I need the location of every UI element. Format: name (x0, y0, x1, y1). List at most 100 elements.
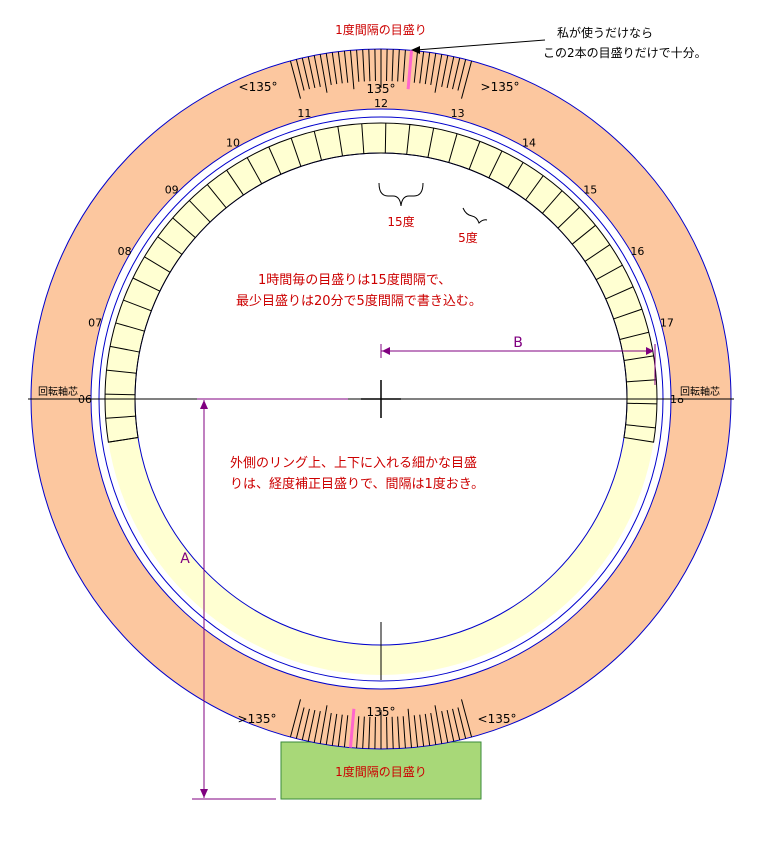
fine-tick (356, 49, 360, 82)
hour-tick (108, 436, 139, 443)
hour-minor-tick (123, 299, 152, 312)
hour-label: 10 (226, 137, 240, 150)
hour-minor-tick (109, 345, 140, 353)
fine-tick (413, 715, 419, 748)
fine-tick (349, 50, 355, 90)
brace-15deg (378, 182, 424, 207)
explanation-1-line-2: 最少目盛りは20分で5度間隔で書き込む。 (236, 293, 482, 309)
fine-tick (441, 711, 449, 743)
fine-tick (434, 705, 443, 744)
fine-tick (374, 49, 376, 82)
hour-minor-tick (626, 379, 657, 383)
hour-label: 15 (583, 184, 597, 197)
hour-minor-tick (595, 264, 623, 281)
axis-right-label: 回転軸芯 (680, 385, 720, 398)
hour-minor-tick (337, 126, 344, 157)
hour-label: 08 (118, 245, 132, 258)
hour-minor-tick (571, 224, 596, 245)
fine-tick (331, 713, 338, 746)
hour-minor-tick (507, 162, 524, 189)
explanation-1-line-1: 1時間毎の目盛りは15度間隔で、 (258, 272, 451, 288)
fine-tick (362, 716, 365, 749)
dimension-a-label: A (180, 551, 190, 567)
fine-tick (362, 49, 365, 82)
fine-tick (368, 49, 371, 82)
fine-tick (452, 708, 461, 741)
bottom-left-mark: >135° (238, 712, 277, 726)
fine-tick (406, 50, 413, 90)
fine-tick (301, 708, 310, 741)
bottom-center-mark: 135° (367, 705, 396, 719)
fine-tick (295, 707, 305, 739)
hour-minor-tick (557, 206, 580, 229)
hour-minor-tick (427, 127, 435, 158)
axis-right-label-bg (678, 384, 722, 398)
fine-tick (313, 55, 321, 87)
hour-minor-tick (605, 286, 634, 300)
hour-minor-tick (313, 131, 322, 161)
base-block (280, 741, 482, 800)
hour-minor-tick (144, 256, 171, 273)
fine-tick (307, 709, 316, 742)
fine-tick (402, 49, 406, 82)
fine-tick (424, 52, 431, 85)
explanation-2-line-2: りは、経度補正目盛りで、間隔は1度おき。 (230, 476, 484, 492)
fine-tick (419, 51, 425, 84)
hour-label: 07 (88, 316, 102, 329)
fine-tick (446, 709, 455, 742)
fine-tick (430, 53, 437, 85)
hour-minor-tick (105, 415, 136, 419)
hour-label: 11 (297, 107, 311, 120)
fine-tick (446, 56, 455, 89)
dimension-a (192, 398, 348, 800)
fine-tick (391, 49, 394, 82)
hour-minor-tick (468, 141, 481, 170)
hour-label: 16 (630, 245, 644, 258)
fine-tick (430, 713, 437, 745)
hour-minor-tick (623, 355, 654, 362)
hour-minor-tick (106, 369, 137, 374)
fine-tick (343, 715, 349, 748)
note-arrow (411, 39, 546, 54)
fine-tick (307, 56, 316, 89)
top-degree-scale (289, 49, 473, 99)
fine-tick (289, 699, 301, 738)
hour-minor-tick (488, 150, 503, 179)
dimension-b-label: B (513, 335, 523, 351)
dimension-b (380, 344, 656, 385)
hour-minor-tick (613, 308, 643, 320)
hour-minor-tick (542, 190, 563, 214)
fine-tick (331, 52, 338, 85)
hour-minor-tick (206, 184, 227, 209)
fine-tick (337, 51, 343, 84)
fine-tick (413, 50, 419, 83)
fine-tick (461, 60, 473, 99)
fine-tick (397, 49, 400, 82)
fine-tick (343, 50, 349, 83)
bottom-scale-label: 1度間隔の目盛り (335, 764, 427, 779)
fine-tick (424, 713, 431, 746)
fine-tick (434, 54, 443, 93)
fine-tick (407, 708, 413, 748)
fine-tick (452, 57, 461, 90)
hour-minor-tick (246, 157, 263, 185)
fine-tick (402, 716, 406, 749)
fine-tick (386, 716, 388, 749)
top-scale-label: 1度間隔の目盛り (335, 22, 427, 37)
fine-tick (457, 59, 467, 91)
fine-tick (313, 711, 321, 743)
hour-minor-tick (619, 331, 649, 340)
hour-minor-tick (584, 244, 611, 262)
hour-minor-tick (105, 393, 136, 396)
fine-tick (319, 705, 328, 744)
hour-tick (625, 424, 656, 429)
hour-minor-tick (226, 169, 244, 196)
hour-minor-tick (448, 133, 458, 163)
fine-tick (368, 716, 371, 749)
axis-left-label-bg (36, 384, 80, 398)
hour-label: 09 (165, 184, 179, 197)
top-right-mark: >135° (481, 80, 520, 94)
brace-5deg (462, 207, 488, 224)
hour-minor-tick (361, 123, 365, 154)
